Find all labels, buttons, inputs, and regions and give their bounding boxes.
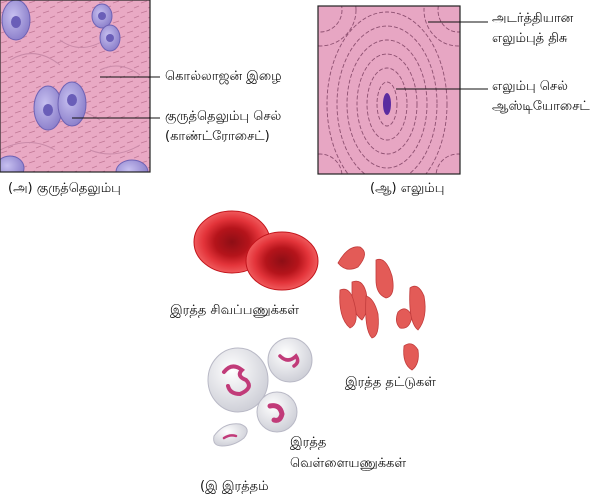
- osteocyte-label-line2: ஆஸ்டியோசைட்: [492, 98, 590, 115]
- cartilage-panel: [0, 0, 150, 184]
- wbc-label-line1: இரத்த: [290, 434, 326, 451]
- bone-caption: (ஆ) எலும்பு: [370, 180, 444, 197]
- rbc-label: இரத்த சிவப்பணுக்கள்: [170, 302, 299, 319]
- red-blood-cell: [246, 232, 318, 290]
- compact-bone-label-line1: அடர்த்தியான: [492, 10, 573, 27]
- white-blood-cell: [268, 338, 312, 382]
- collagen-fiber-label: கொல்லாஜன் இழை: [165, 68, 282, 85]
- osteocyte-nucleus: [383, 93, 391, 115]
- wbc-label-line2: வெள்ளையணுக்கள்: [290, 455, 406, 472]
- chondrocyte-label-line2: (காண்ட்ரோசைட்): [165, 128, 270, 145]
- blood-caption: (இ இரத்தம்: [200, 478, 269, 495]
- compact-bone-label-line2: எலும்புத் திசு: [492, 30, 567, 47]
- cartilage-caption: (அ) குருத்தெலும்பு: [8, 180, 121, 197]
- platelet-label: இரத்த தட்டுகள்: [345, 374, 436, 391]
- osteocyte-label-line1: எலும்பு செல்: [492, 78, 568, 95]
- chondrocyte-cell: [2, 0, 30, 40]
- white-blood-cell: [257, 392, 297, 432]
- chondrocyte-label-line1: குருத்தெலும்பு செல்: [165, 108, 281, 125]
- bone-panel: [284, 0, 492, 198]
- white-blood-cell: [214, 424, 248, 446]
- platelet-group: [338, 247, 425, 370]
